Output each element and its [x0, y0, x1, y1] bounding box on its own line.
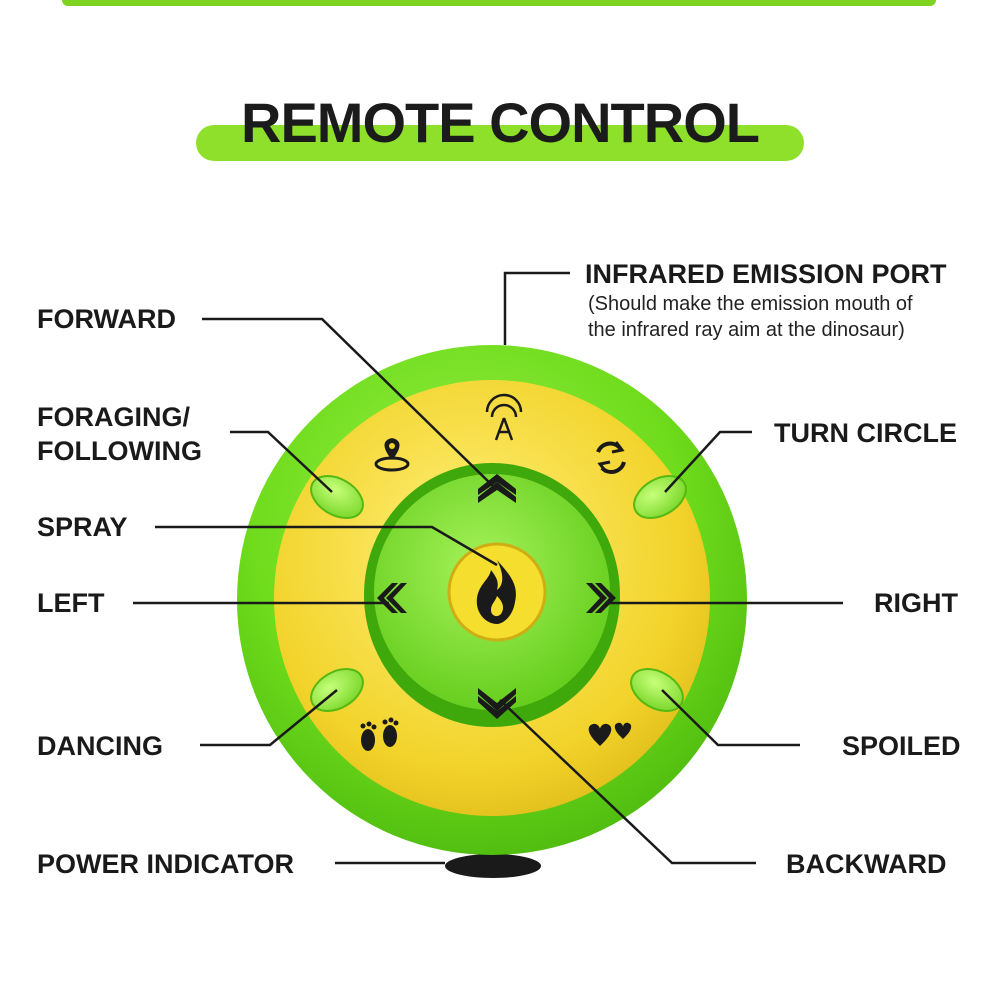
- label-right: RIGHT: [874, 588, 958, 618]
- title-highlight: [196, 125, 804, 161]
- arrow-left-icon[interactable]: [377, 583, 407, 613]
- label-backward: BACKWARD: [786, 849, 947, 879]
- top-accent-bar: [62, 0, 936, 6]
- label-foraging: FORAGING/: [37, 402, 190, 432]
- antenna-icon: [485, 393, 523, 441]
- infrared-note-line-1: (Should make the emission mouth of: [588, 293, 913, 315]
- spoiled-button[interactable]: [624, 660, 690, 719]
- label-infrared-port: INFRARED EMISSION PORT: [585, 259, 947, 289]
- location-pin-icon: [374, 438, 410, 472]
- label-spoiled: SPOILED: [842, 731, 961, 761]
- infrared-note-line-2: the infrared ray aim at the dinosaur): [588, 319, 905, 341]
- label-following: FOLLOWING: [37, 436, 202, 466]
- foraging-following-button[interactable]: [304, 467, 370, 526]
- power-indicator: [445, 854, 541, 878]
- label-left: LEFT: [37, 588, 105, 618]
- hearts-icon: [588, 722, 632, 746]
- turn-circle-button[interactable]: [627, 467, 693, 526]
- label-spray: SPRAY: [37, 512, 128, 542]
- flame-icon: [476, 560, 516, 624]
- label-power-indicator: POWER INDICATOR: [37, 849, 295, 879]
- label-forward: FORWARD: [37, 304, 176, 334]
- arrow-up-icon[interactable]: [478, 474, 516, 503]
- rotate-icon: [596, 441, 626, 474]
- arrow-right-icon[interactable]: [586, 583, 616, 613]
- label-turn-circle: TURN CIRCLE: [774, 418, 957, 448]
- callout-lines: [133, 271, 843, 865]
- page-title: REMOTE CONTROL: [241, 91, 760, 154]
- footprints-icon: [360, 717, 399, 751]
- label-dancing: DANCING: [37, 731, 163, 761]
- remote-device: [237, 345, 747, 878]
